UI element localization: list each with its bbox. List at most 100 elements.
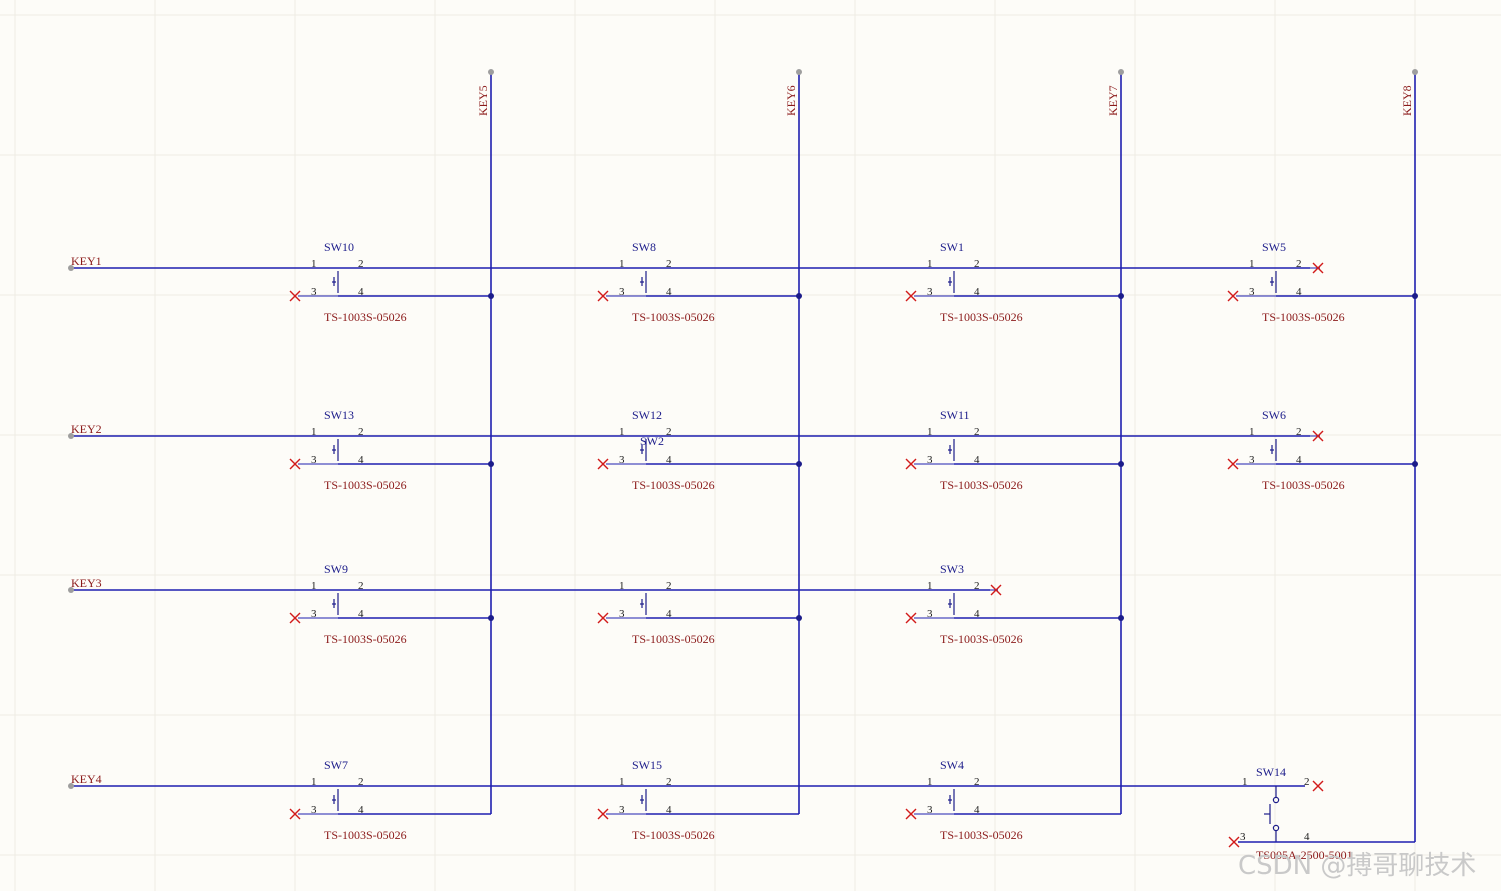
pin-number: 4 (1296, 286, 1302, 298)
pin-number: 4 (666, 804, 672, 816)
no-connect-marker (905, 808, 917, 820)
no-connect-marker (289, 290, 301, 302)
part-comment: TS-1003S-05026 (324, 828, 407, 842)
junction-dot (796, 293, 802, 299)
designator-label: SW13 (324, 408, 354, 422)
net-port-key3 (68, 587, 74, 593)
no-connect-marker (1228, 836, 1240, 848)
pin-number: 3 (311, 608, 317, 620)
pin-number: 2 (666, 580, 672, 592)
pin-number: 1 (311, 426, 317, 438)
no-connect-marker (1312, 430, 1324, 442)
switch-contact (1272, 824, 1280, 832)
pin-number: 4 (358, 804, 364, 816)
pin-number: 1 (927, 258, 933, 270)
pin-number: 3 (927, 804, 933, 816)
pin-number: 3 (311, 804, 317, 816)
no-connect-marker (1312, 262, 1324, 274)
part-comment: TS-1003S-05026 (632, 632, 715, 646)
designator-label: SW4 (940, 758, 964, 772)
junction-dot (488, 293, 494, 299)
junction-dot (1118, 615, 1124, 621)
junction-dot (796, 615, 802, 621)
pin-number: 3 (311, 454, 317, 466)
designator-label: SW8 (632, 240, 656, 254)
net-label-key2: KEY2 (71, 422, 102, 436)
part-comment: TS-1003S-05026 (632, 478, 715, 492)
net-port-key1 (68, 265, 74, 271)
net-label-key7: KEY7 (1106, 85, 1120, 116)
pin-number: 4 (358, 286, 364, 298)
switch-sw13: SW13 1 2 3 4TS-1003S-05026 (298, 408, 494, 492)
part-comment: TS-1003S-05026 (324, 632, 407, 646)
pin-number: 2 (974, 426, 980, 438)
part-comment: TS-1003S-05026 (1262, 478, 1345, 492)
part-comment: TS-1003S-05026 (940, 478, 1023, 492)
net-label-key1: KEY1 (71, 254, 102, 268)
no-connect-marker (597, 458, 609, 470)
pin-number: 2 (974, 776, 980, 788)
pin-number: 1 (927, 776, 933, 788)
pin-number: 4 (974, 804, 980, 816)
pin-number: 4 (974, 608, 980, 620)
designator-label: SW1 (940, 240, 964, 254)
designator-label: SW12 (632, 408, 662, 422)
pin-number: 2 (358, 426, 364, 438)
pin-number: 1 (619, 426, 625, 438)
designator-label: SW6 (1262, 408, 1286, 422)
pin-number: 4 (666, 286, 672, 298)
pin-number: 1 (927, 426, 933, 438)
pin-number: 4 (666, 608, 672, 620)
part-comment: TS-1003S-05026 (1262, 310, 1345, 324)
net-port-key4 (68, 783, 74, 789)
pin-number: 3 (1249, 454, 1255, 466)
switch-sw4: SW4 1 2 3 4TS-1003S-05026 (914, 758, 1121, 842)
no-connect-marker (1312, 780, 1324, 792)
pin-number: 4 (358, 454, 364, 466)
junction-dot (796, 461, 802, 467)
no-connect-marker (289, 458, 301, 470)
pin-number: 4 (666, 454, 672, 466)
part-comment: TS005A-2500-5001 (1256, 848, 1353, 862)
no-connect-marker (597, 612, 609, 624)
part-comment: TS-1003S-05026 (940, 828, 1023, 842)
designator-label: SW11 (940, 408, 970, 422)
pin-number: 3 (311, 286, 317, 298)
designator-label: SW14 (1256, 765, 1286, 779)
pin-number: 2 (358, 580, 364, 592)
part-comment: TS-1003S-05026 (324, 478, 407, 492)
no-connect-marker (597, 290, 609, 302)
pin-number: 2 (1304, 776, 1310, 788)
net-port-key6 (796, 69, 802, 75)
pin-number: 1 (1249, 258, 1255, 270)
pin-number: 2 (666, 776, 672, 788)
pin-number: 4 (974, 286, 980, 298)
no-connect-marker (597, 808, 609, 820)
pin-number: 1 (619, 776, 625, 788)
part-comment: TS-1003S-05026 (324, 310, 407, 324)
pin-number: 1 (927, 580, 933, 592)
pin-number: 3 (1240, 831, 1246, 843)
designator-label: SW10 (324, 240, 354, 254)
pin-number: 2 (1296, 258, 1302, 270)
net-label-key3: KEY3 (71, 576, 102, 590)
pin-number: 2 (666, 426, 672, 438)
pin-number: 2 (974, 258, 980, 270)
designator-label: SW15 (632, 758, 662, 772)
pin-number: 1 (619, 258, 625, 270)
pin-number: 3 (619, 608, 625, 620)
pin-number: 3 (927, 286, 933, 298)
junction-dot (1412, 293, 1418, 299)
